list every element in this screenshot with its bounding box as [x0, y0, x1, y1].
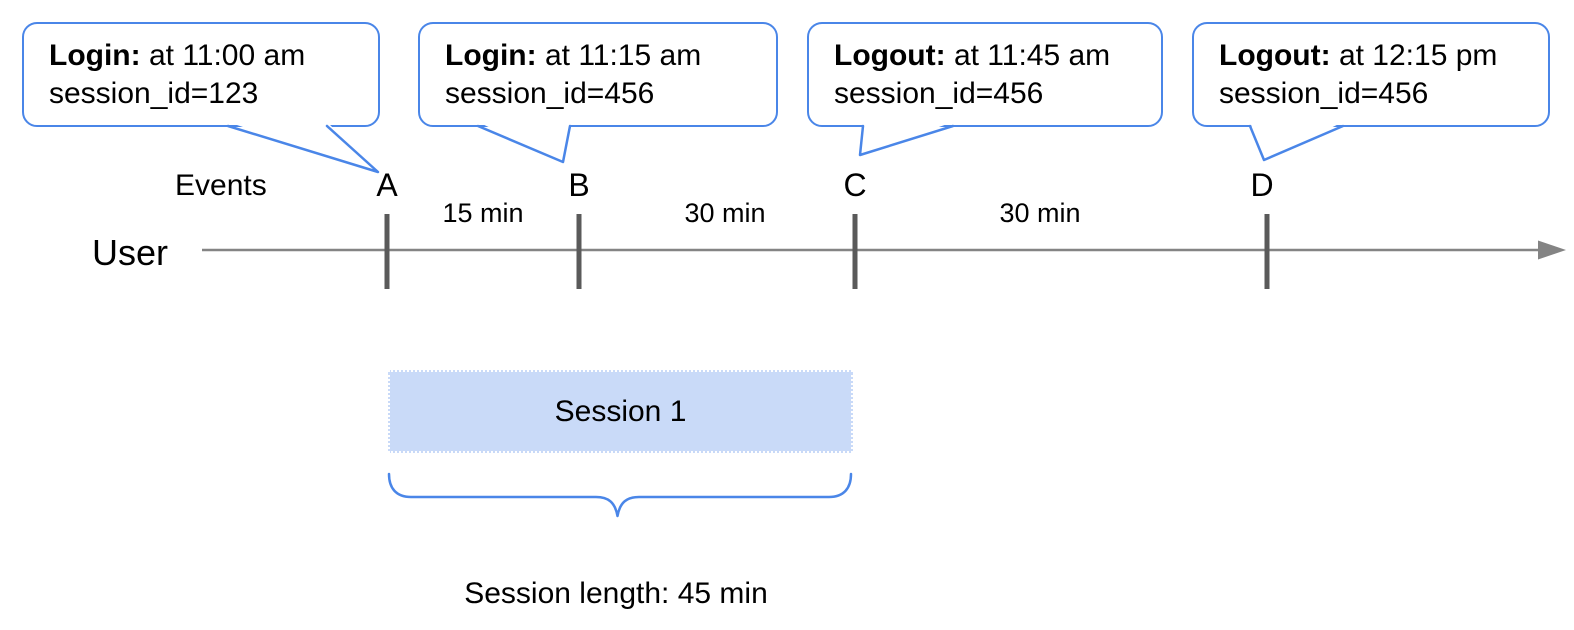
interval-label-cd: 30 min	[999, 198, 1081, 228]
timeline-arrowhead	[1538, 240, 1566, 260]
session-1-box-label: Session 1	[554, 394, 687, 428]
events-axis-label: Events	[175, 169, 267, 202]
callout-tail-b	[476, 122, 572, 164]
callout-event-line: Login: at 11:15 am	[445, 37, 776, 75]
callout-logout-d: Logout: at 12:15 pm session_id=456	[1192, 22, 1550, 127]
event-marker-c: C	[843, 167, 867, 203]
interval-label-ab: 15 min	[442, 198, 524, 228]
callout-session-id: session_id=456	[1219, 76, 1429, 110]
session-length-brace	[387, 472, 853, 518]
callout-event-time: at 12:15 pm	[1330, 38, 1498, 72]
callout-event-time: at 11:45 am	[945, 38, 1111, 72]
callout-tail-a	[226, 122, 380, 174]
callout-event-line: Login: at 11:00 am	[49, 37, 378, 75]
event-marker-d: D	[1250, 167, 1274, 203]
callout-session-id: session_id=123	[49, 76, 259, 110]
callout-event-time: at 11:15 am	[536, 38, 702, 72]
callout-logout-c: Logout: at 11:45 am session_id=456	[807, 22, 1163, 127]
callout-event-line: Logout: at 11:45 am	[834, 37, 1161, 75]
callout-session-id: session_id=456	[445, 76, 655, 110]
session-length-label: Session length: 45 min	[464, 577, 768, 610]
user-axis-label: User	[92, 232, 169, 273]
callout-event-label: Logout:	[1219, 38, 1331, 72]
callout-event-label: Login:	[445, 38, 537, 72]
callout-event-line: Logout: at 12:15 pm	[1219, 37, 1548, 75]
callout-tail-d	[1248, 122, 1345, 162]
interval-label-bc: 30 min	[684, 198, 766, 228]
callout-event-label: Logout:	[834, 38, 946, 72]
event-marker-b: B	[568, 167, 590, 203]
event-marker-a: A	[376, 167, 398, 203]
session-1-box: Session 1	[388, 370, 853, 453]
callout-event-label: Login:	[49, 38, 141, 72]
callout-login-a: Login: at 11:00 am session_id=123	[22, 22, 380, 127]
callout-login-b: Login: at 11:15 am session_id=456	[418, 22, 778, 127]
callout-session-id: session_id=456	[834, 76, 1044, 110]
callout-event-time: at 11:00 am	[140, 38, 306, 72]
